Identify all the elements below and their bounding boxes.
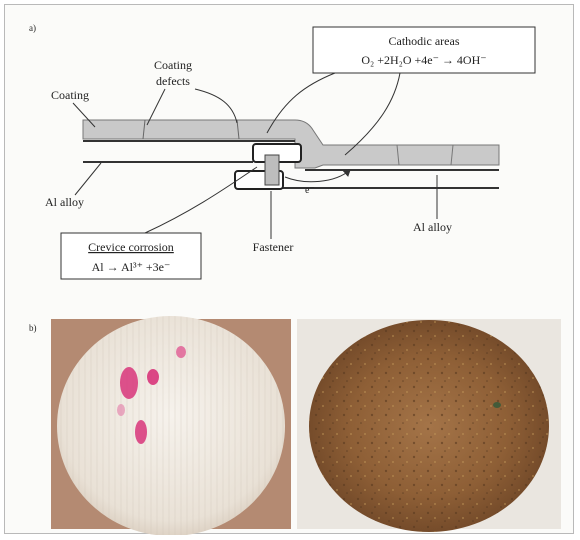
pink-spot <box>117 404 125 416</box>
cathodic-areas-title: Cathodic areas <box>389 34 460 48</box>
panel-a-label: a) <box>29 23 36 33</box>
coating-defects-leader-2 <box>195 89 237 123</box>
fastener-label: Fastener <box>253 240 294 254</box>
fastener-shank <box>265 155 279 185</box>
cathodic-leader-2 <box>345 73 400 155</box>
electron-flow-arrow <box>285 170 350 182</box>
al-alloy-left-label: Al alloy <box>45 195 84 209</box>
al-alloy-left-leader <box>75 163 101 195</box>
pink-spot <box>135 420 147 444</box>
disc-left-texture <box>57 316 285 535</box>
coating-defects-label-line1: Coating <box>154 58 192 72</box>
coating-label: Coating <box>51 88 89 102</box>
pink-spot <box>120 367 138 399</box>
coating-defects-label-line2: defects <box>156 74 190 88</box>
disc-right-texture <box>309 320 549 532</box>
crevice-equation: Al → Al³⁺ +3e⁻ <box>92 260 171 274</box>
figure-frame: a) Cathodic areas O₂ +2H₂O +4e⁻ → 4OH⁻ C… <box>4 4 574 534</box>
crevice-corrosion-title: Crevice corrosion <box>88 240 174 254</box>
pink-spot <box>176 346 186 358</box>
cathodic-equation: O₂ +2H₂O +4e⁻ → 4OH⁻ <box>361 53 486 67</box>
dark-spot <box>493 402 501 408</box>
figure-svg: a) Cathodic areas O₂ +2H₂O +4e⁻ → 4OH⁻ C… <box>5 5 575 535</box>
panel-b-label: b) <box>29 323 37 333</box>
photo-right <box>297 319 561 532</box>
pink-spot <box>147 369 159 385</box>
electron-label: e⁻ <box>305 185 315 196</box>
photo-left <box>51 316 291 535</box>
al-alloy-right-label: Al alloy <box>413 220 452 234</box>
